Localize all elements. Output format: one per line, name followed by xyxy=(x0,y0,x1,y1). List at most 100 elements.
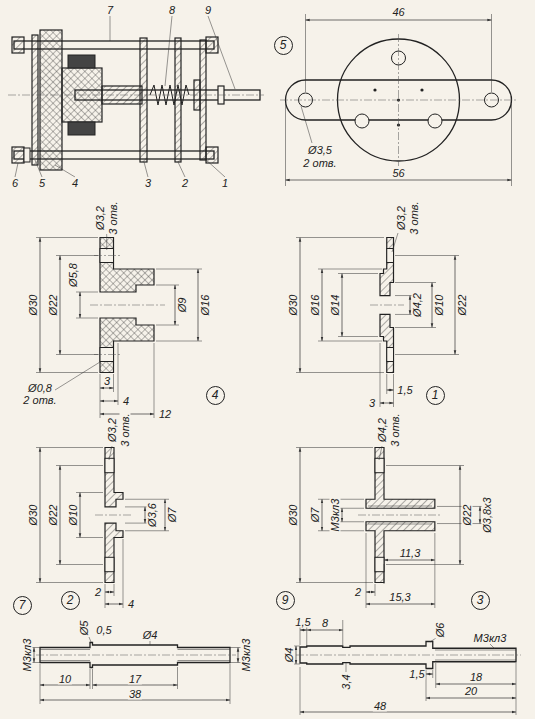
part-2-section-stroke xyxy=(60,466,61,565)
dimension-label: М3кл3 xyxy=(241,638,252,673)
part-4-section-stroke-stroke xyxy=(156,285,179,286)
assembly-view-stroke-stroke xyxy=(110,16,111,41)
part-4-section-stroke-stroke xyxy=(118,343,119,405)
part-7-shaft-stroke-stroke xyxy=(230,664,231,704)
view-number-circle: 3 xyxy=(471,591,490,610)
dimension-label: Ø4 xyxy=(284,647,295,664)
assembly-view-stroke-stroke xyxy=(165,16,172,86)
part-7-shaft-stroke-stroke xyxy=(90,669,91,689)
part-3-section-stroke-stroke xyxy=(379,446,382,460)
view-number-circle: 2 xyxy=(61,591,80,610)
part-1-section-stroke-stroke xyxy=(380,343,381,407)
part-2-section-stroke xyxy=(105,592,114,593)
assembly-view-stroke xyxy=(24,148,30,162)
part-1-section-stroke xyxy=(387,390,394,391)
part-7-shaft-stroke xyxy=(238,648,239,663)
part-2-section-stroke-stroke xyxy=(125,530,169,531)
part-9-shaft-stroke xyxy=(294,620,516,715)
dimension-label: 2 отв. xyxy=(302,158,337,169)
part-3-section-stroke-stroke xyxy=(437,523,484,524)
dimension-label: Ø16 xyxy=(310,294,321,317)
part-5-plate-stroke xyxy=(301,106,312,143)
part-4-section-stroke-stroke xyxy=(76,318,98,319)
dimension-label: Ø22 xyxy=(457,294,468,317)
dimension-label: М3кл3 xyxy=(473,633,508,644)
dimension-label: 3 xyxy=(103,376,111,387)
part-4-section-stroke-stroke xyxy=(156,341,202,342)
part-3-section-stroke xyxy=(375,557,384,571)
part-3-section-stroke xyxy=(366,604,435,605)
dimension-label: Ø5 xyxy=(79,620,90,637)
dimension-label: М3кл3 xyxy=(330,498,341,533)
dimension-label: 8 xyxy=(321,618,329,629)
view-number-circle: 9 xyxy=(276,591,295,610)
part-1-section-stroke-stroke xyxy=(296,237,384,238)
dimension-label: 3,4 xyxy=(341,673,352,690)
part-3-section-stroke xyxy=(480,506,481,523)
part-1-section-stroke-stroke xyxy=(393,374,394,407)
dimension-label: 0,5 xyxy=(95,625,112,636)
part-2-section-stroke-stroke xyxy=(36,447,103,448)
dimension-label: 8 xyxy=(168,5,176,16)
dimension-label: 3 xyxy=(368,398,376,409)
dimension-label: 1,5 xyxy=(396,385,413,396)
dimension-label: 15,3 xyxy=(388,592,411,603)
part-7-shaft xyxy=(31,637,241,704)
assembly-view-stroke xyxy=(8,95,264,96)
part-7-shaft-stroke-stroke xyxy=(230,647,241,648)
part-1-section-stroke xyxy=(410,296,411,315)
assembly-view-stroke xyxy=(14,41,214,49)
part-1-section-stroke-stroke xyxy=(318,269,382,270)
part-2-section-stroke xyxy=(105,557,114,571)
part-9-shaft-stroke xyxy=(296,655,521,656)
part-3-section-stroke-stroke xyxy=(296,447,373,448)
part-5-plate-stroke xyxy=(511,104,512,186)
part-4-section-stroke-stroke xyxy=(76,292,98,293)
part-2-section-stroke-stroke xyxy=(125,499,169,500)
part-3-section-stroke xyxy=(322,499,323,531)
dimension-label: Ø16 xyxy=(200,294,211,317)
part-3-section-stroke xyxy=(460,466,461,565)
part-2-section-stroke-stroke xyxy=(105,584,106,608)
part-9-shaft-stroke xyxy=(435,650,516,651)
dimension-label: 18 xyxy=(469,672,483,683)
assembly-view-stroke xyxy=(206,37,218,53)
dimension-label: 7 xyxy=(106,5,114,16)
assembly-view-stroke xyxy=(68,55,95,68)
dimension-label: Ø0,8 xyxy=(27,383,53,394)
part-7-shaft-stroke xyxy=(40,700,230,701)
assembly-view-stroke-stroke xyxy=(204,158,225,177)
part-9-shaft-stroke xyxy=(426,698,516,699)
part-1-section-stroke xyxy=(387,348,394,362)
part-3-section-stroke xyxy=(368,506,432,507)
assembly-view-stroke xyxy=(15,16,235,177)
part-4-section-stroke-stroke xyxy=(156,269,202,270)
part-9-shaft-stroke xyxy=(300,712,516,713)
part-4-section-stroke-stroke xyxy=(56,255,98,256)
part-2-section-stroke xyxy=(80,493,81,538)
dimension-label: М3кл3 xyxy=(22,638,33,673)
part-4-section-stroke-stroke xyxy=(113,374,114,392)
part-3-section-stroke-stroke xyxy=(318,499,364,500)
assembly-view-stroke xyxy=(68,122,95,135)
part-7-shaft-stroke-stroke xyxy=(177,667,178,689)
dimension-label: Ø22 xyxy=(48,294,59,317)
part-7-shaft-stroke xyxy=(40,649,90,650)
view-number: 1 xyxy=(432,389,439,401)
dimension-label: Ø3,2 xyxy=(95,205,106,231)
part-2-section-stroke xyxy=(105,458,114,472)
dimension-label: 17 xyxy=(128,674,142,685)
part-2-section-stroke-stroke xyxy=(36,582,103,583)
view-number-circle: 7 xyxy=(13,596,32,615)
part-4-section-stroke xyxy=(36,234,202,418)
part-5-plate-stroke xyxy=(285,104,286,186)
dimension-label: 3 отв. xyxy=(108,200,119,235)
part-3-section-stroke-stroke xyxy=(437,506,484,507)
part-2-section-stroke xyxy=(36,446,169,608)
part-5-plate xyxy=(280,14,517,186)
part-2-section-stroke-stroke xyxy=(109,446,112,460)
part-4-section-stroke xyxy=(175,285,176,325)
part-2-section-stroke xyxy=(40,448,41,583)
part-7-shaft-stroke-stroke xyxy=(92,669,93,689)
part-2-section-stroke xyxy=(165,499,166,531)
